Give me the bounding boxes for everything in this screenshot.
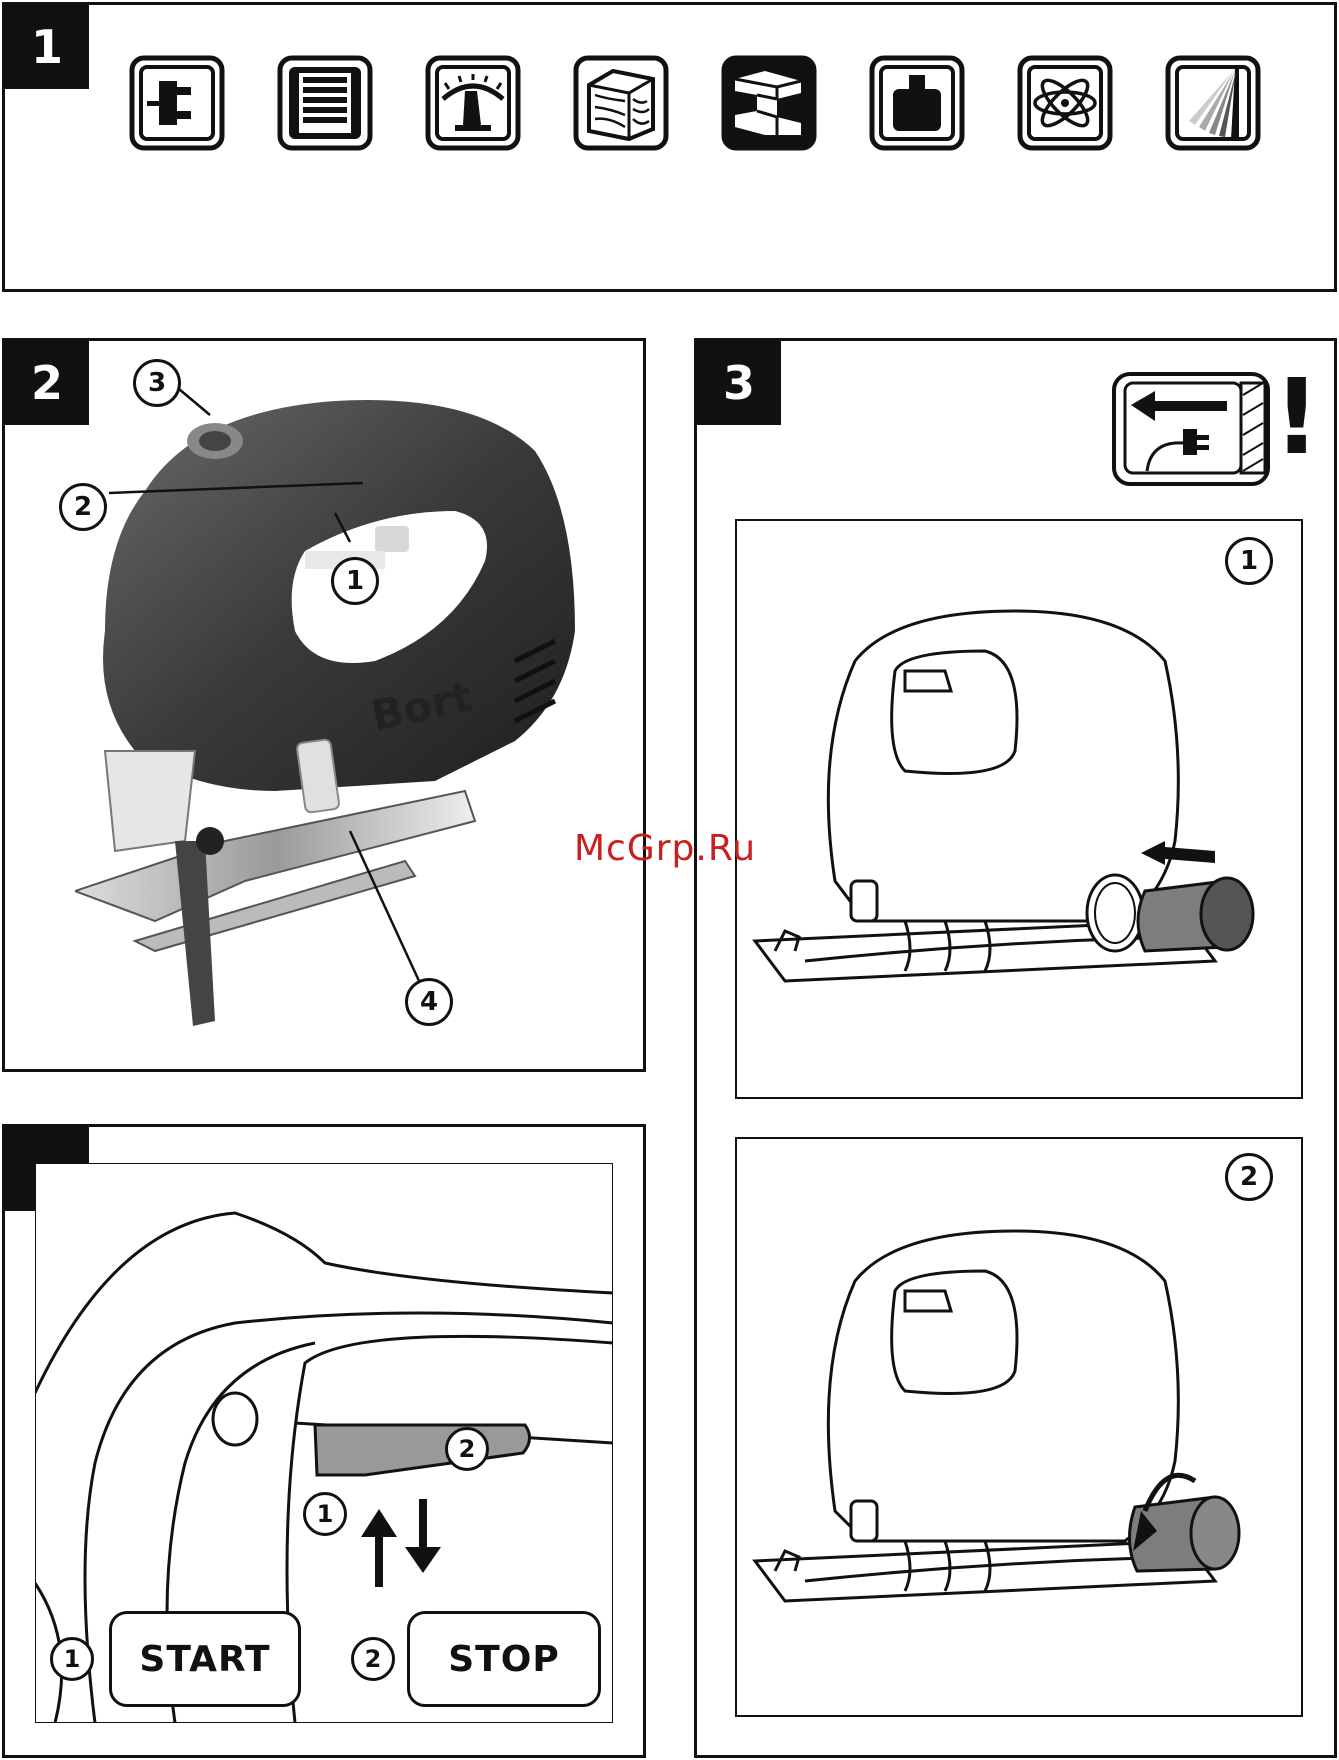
callout-leaders <box>5 341 649 1075</box>
power-plug-icon <box>129 55 225 151</box>
step-1-number: 1 <box>1225 537 1273 585</box>
warning-exclamation: ! <box>1273 365 1320 469</box>
panel-start-stop: 1 2 1 START 2 STOP <box>2 1124 646 1758</box>
start-button[interactable]: START <box>109 1611 301 1707</box>
callout-3: 3 <box>133 359 181 407</box>
panel-1-number: 1 <box>5 5 89 89</box>
step-2-number: 2 <box>1225 1153 1273 1201</box>
panel-3: 3 ! 1 2 <box>694 338 1337 1758</box>
stop-button[interactable]: STOP <box>407 1611 601 1707</box>
callout-up-1: 1 <box>303 1492 347 1536</box>
gauge-icon <box>425 55 521 151</box>
panel-2: 2 Bort <box>2 338 646 1072</box>
callout-2: 2 <box>59 483 107 531</box>
step-2-drawing <box>745 1211 1295 1651</box>
callout-4: 4 <box>405 978 453 1026</box>
watermark: McGrp.Ru <box>574 828 756 869</box>
panel-1: 1 <box>2 2 1337 292</box>
motor-icon <box>277 55 373 151</box>
panel-3-number: 3 <box>697 341 781 425</box>
weight-icon <box>869 55 965 151</box>
metal-profile-icon <box>721 55 817 151</box>
stop-number: 2 <box>351 1637 395 1681</box>
unplug-warning-icon <box>1111 371 1271 487</box>
blade-swing-icon <box>1165 55 1261 151</box>
step-1-drawing <box>745 601 1295 1021</box>
callout-down-2: 2 <box>445 1427 489 1471</box>
wood-icon <box>573 55 669 151</box>
start-number: 1 <box>50 1637 94 1681</box>
callout-1: 1 <box>331 557 379 605</box>
vibration-icon <box>1017 55 1113 151</box>
